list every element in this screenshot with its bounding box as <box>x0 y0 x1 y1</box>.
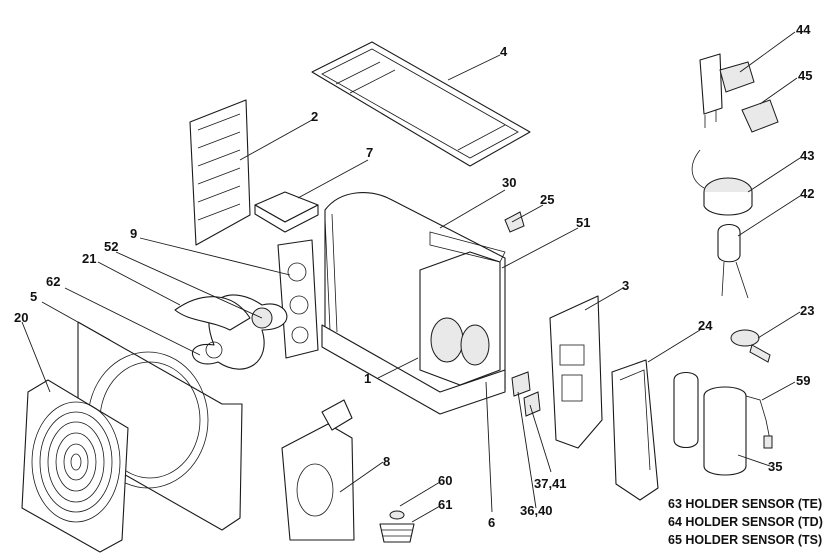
motor-cover-cap <box>254 191 319 233</box>
callout-52: 52 <box>104 239 118 254</box>
legend-line-td: 64 HOLDER SENSOR (TD) <box>668 515 823 529</box>
callout-5: 5 <box>30 289 37 304</box>
callout-44: 44 <box>796 22 811 37</box>
callout-8: 8 <box>383 454 390 469</box>
fan-blade-assembly <box>174 294 288 370</box>
side-cover-panel <box>549 295 603 449</box>
legend-line-te: 63 HOLDER SENSOR (TE) <box>668 497 822 511</box>
terminal-cover <box>611 359 659 501</box>
rear-panel <box>281 399 355 541</box>
valve-coil <box>741 99 779 133</box>
callout-35: 35 <box>768 459 782 474</box>
callout-45: 45 <box>798 68 812 83</box>
leader-lines <box>21 31 801 523</box>
reactor-coil <box>691 149 753 216</box>
valve-fitting-25 <box>504 211 525 233</box>
callout-2: 2 <box>311 109 318 124</box>
callout-43: 43 <box>800 148 814 163</box>
callout-59: 59 <box>796 373 810 388</box>
chassis-and-condenser <box>321 192 506 415</box>
callout-3: 3 <box>622 278 629 293</box>
callout-62: 62 <box>46 274 60 289</box>
callout-51: 51 <box>576 215 590 230</box>
callout-1: 1 <box>364 371 371 386</box>
callout-36-40: 36,40 <box>520 503 553 518</box>
motor-bracket <box>277 239 319 359</box>
callout-20: 20 <box>14 310 28 325</box>
rubber-foot-parts <box>379 510 415 543</box>
callout-37-41: 37,41 <box>534 476 567 491</box>
sensor-legend: 63 HOLDER SENSOR (TE) 64 HOLDER SENSOR (… <box>668 497 823 547</box>
callout-61: 61 <box>438 497 452 512</box>
callout-6: 6 <box>488 515 495 530</box>
accumulator <box>717 223 749 299</box>
side-grille-panel <box>189 99 251 246</box>
compressor <box>673 371 773 476</box>
callout-7: 7 <box>366 145 373 160</box>
callout-4: 4 <box>500 44 508 59</box>
callout-24: 24 <box>698 318 713 333</box>
fan-guard-grille <box>21 379 129 553</box>
sensor-holder-fitting <box>730 329 771 363</box>
callout-23: 23 <box>800 303 814 318</box>
service-valves <box>511 371 541 417</box>
four-way-valve <box>699 53 755 128</box>
legend-line-ts: 65 HOLDER SENSOR (TS) <box>668 533 822 547</box>
callout-25: 25 <box>540 192 554 207</box>
callout-21: 21 <box>82 251 96 266</box>
top-cover-part <box>311 41 531 167</box>
callout-30: 30 <box>502 175 516 190</box>
callout-60: 60 <box>438 473 452 488</box>
callout-42: 42 <box>800 186 814 201</box>
callout-9: 9 <box>130 226 137 241</box>
